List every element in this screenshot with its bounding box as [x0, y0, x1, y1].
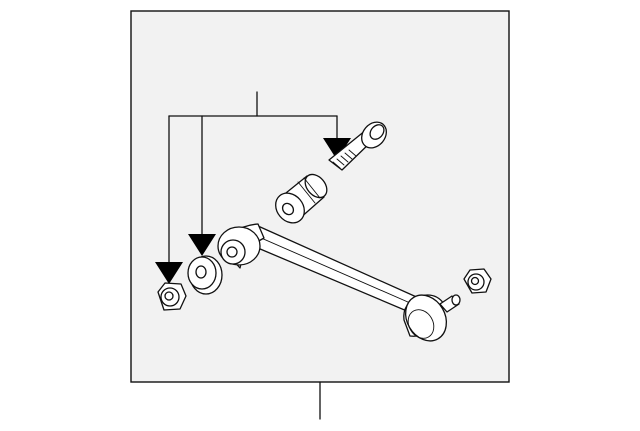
control-arm-part [217, 223, 461, 342]
end-nut-hole [470, 276, 480, 286]
control-arm-inner-hole [226, 246, 238, 258]
bushing-ridge [297, 177, 321, 204]
arrow-head-nut [155, 262, 183, 284]
control-arm-joint-boot [407, 309, 435, 339]
bushing-part [275, 173, 328, 224]
nut-part [157, 282, 187, 311]
bushing-end [304, 173, 328, 199]
washer-part [187, 255, 223, 295]
bolt-thread [332, 149, 357, 169]
nut-hole [164, 291, 174, 301]
washer-hole [195, 265, 207, 279]
arrow-head-bolt [323, 138, 351, 160]
bushing-hole [281, 202, 295, 216]
control-arm-stud-tip [451, 294, 461, 306]
arrow-head-washer [188, 234, 216, 256]
bolt-part [328, 121, 387, 171]
control-arm-ridge [251, 233, 418, 307]
hardware-callout [155, 91, 351, 284]
end-nut-part [463, 268, 492, 294]
bolt-head-face [369, 124, 385, 140]
